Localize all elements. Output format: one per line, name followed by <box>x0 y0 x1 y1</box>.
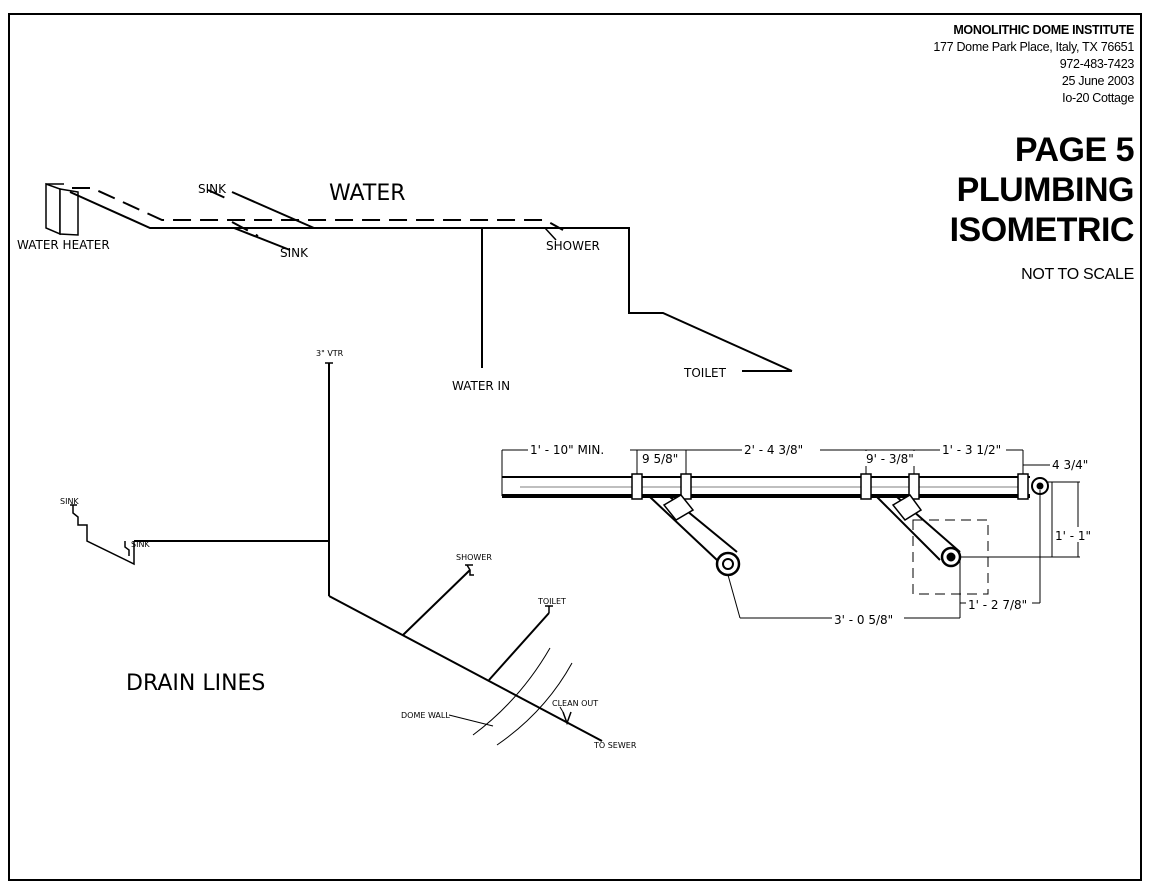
dim-1-3-1-2: 1' - 3 1/2" <box>942 443 1001 457</box>
shower-branch <box>544 227 557 241</box>
water-heater-label: WATER HEATER <box>17 238 110 252</box>
dim-2-4-3-8: 2' - 4 3/8" <box>744 443 803 457</box>
sink-branch-lower <box>233 227 291 251</box>
page-title-line2: ISOMETRIC <box>949 211 1135 249</box>
page-number: PAGE 5 <box>1014 131 1135 169</box>
drain-toilet-label: TOILET <box>537 597 566 606</box>
sink-label-lower: SINK <box>280 246 309 260</box>
main-drain-line <box>328 595 603 742</box>
hot-water-line <box>72 187 564 231</box>
sink-branch-upper <box>231 191 315 229</box>
dim-3-0-5-8: 3' - 0 5/8" <box>834 613 893 627</box>
toilet-label: TOILET <box>683 366 727 380</box>
drain-sink-label-upper: SINK <box>60 497 79 506</box>
water-isometric <box>45 182 793 372</box>
drawing-date: 25 June 2003 <box>1061 74 1134 88</box>
organization-name: MONOLITHIC DOME INSTITUTE <box>953 23 1134 37</box>
drain-heading: DRAIN LINES <box>126 671 265 696</box>
shower-drain-line <box>402 569 471 636</box>
drain-shower-label: SHOWER <box>456 553 492 562</box>
drain-sink-label-lower: SINK <box>131 540 150 549</box>
water-heading: WATER <box>329 181 406 206</box>
dim-9-5-8: 9 5/8" <box>642 452 678 466</box>
cold-water-line <box>69 191 793 372</box>
organization-phone: 972-483-7423 <box>1059 57 1135 71</box>
page-title-line1: PLUMBING <box>956 171 1135 209</box>
dim-min-run: 1' - 10" MIN. <box>530 443 604 457</box>
manifold-detail <box>501 449 1080 619</box>
water-heater-symbol <box>45 182 79 236</box>
sheet-border <box>8 13 1142 881</box>
dome-wall <box>448 647 573 746</box>
dim-9-3-8: 9' - 3/8" <box>866 452 914 466</box>
dome-wall-label: DOME WALL <box>401 711 450 720</box>
organization-address: 177 Dome Park Place, Italy, TX 76651 <box>933 40 1134 54</box>
scale-note: NOT TO SCALE <box>1021 266 1134 283</box>
drain-labels: DRAIN LINES 3" VTR SINK SINK SHOWER TOIL… <box>60 349 637 750</box>
water-in-label: WATER IN <box>452 379 510 393</box>
title-block: MONOLITHIC DOME INSTITUTE 177 Dome Park … <box>933 22 1134 107</box>
water-labels: WATER WATER HEATER SINK SINK SHOWER WATE… <box>17 181 727 393</box>
toilet-drain-line <box>488 612 550 681</box>
dim-4-3-4: 4 3/4" <box>1052 458 1088 472</box>
dim-1-2-7-8: 1' - 2 7/8" <box>968 598 1027 612</box>
vtr-label: 3" VTR <box>316 349 344 358</box>
to-sewer-label: TO SEWER <box>593 741 637 750</box>
detail-dimension-labels: 1' - 10" MIN. 9 5/8" 2' - 4 3/8" 9' - 3/… <box>528 441 1094 627</box>
sink-label-upper: SINK <box>198 182 227 196</box>
page-title: PAGE 5 PLUMBING ISOMETRIC <box>949 130 1135 250</box>
dim-1-1: 1' - 1" <box>1055 529 1091 543</box>
drain-isometric <box>70 362 603 746</box>
project-name: Io-20 Cottage <box>1062 91 1134 105</box>
clean-out-label: CLEAN OUT <box>552 699 598 708</box>
shower-label: SHOWER <box>546 239 600 253</box>
